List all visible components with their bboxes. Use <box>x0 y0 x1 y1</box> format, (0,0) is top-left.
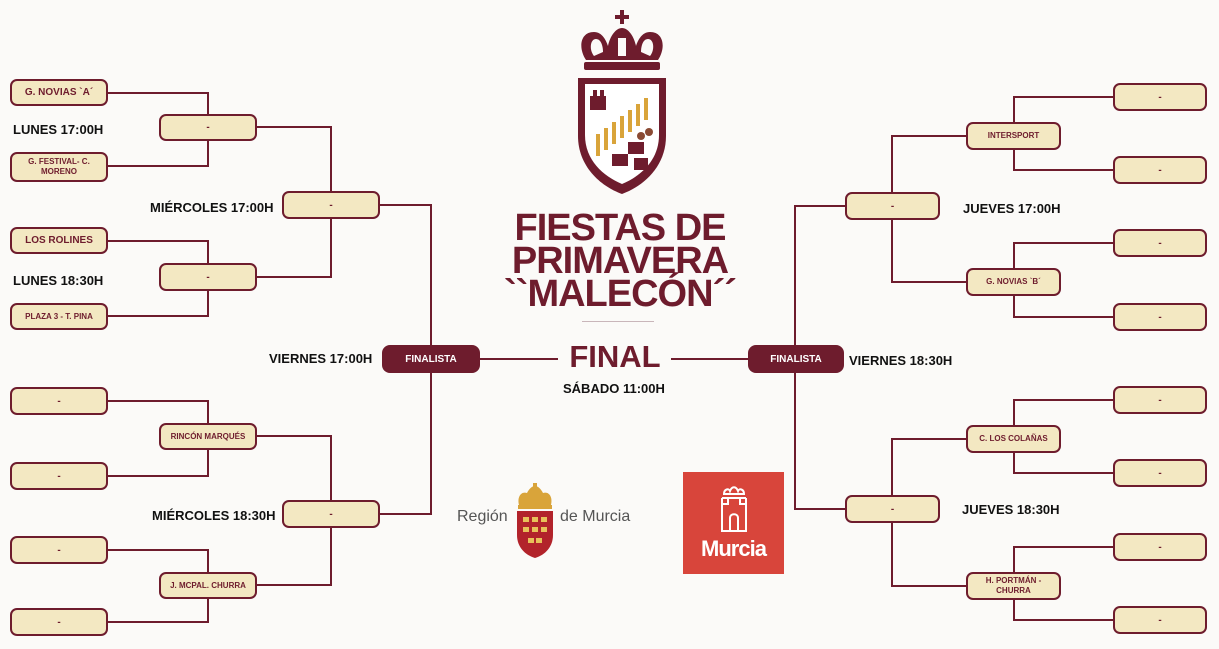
left-r3-box-2: - <box>282 500 380 528</box>
time-viernes-17: VIERNES 17:00H <box>269 351 373 366</box>
right-r2-box-1: INTERSPORT <box>966 122 1061 150</box>
left-r2-box-3: RINCÓN MARQUÉS <box>159 423 257 450</box>
time-miercoles-17: MIÉRCOLES 17:00H <box>150 200 274 215</box>
left-r1-box-1: G. NOVIAS `A´ <box>10 79 108 106</box>
crest-logo <box>578 10 666 194</box>
right-r1-box-6: - <box>1113 459 1207 487</box>
left-r2-box-4: J. MCPAL. CHURRA <box>159 572 257 599</box>
final-time: SÁBADO 11:00H <box>563 381 665 396</box>
left-r1-box-7: - <box>10 536 108 564</box>
right-r1-box-5: - <box>1113 386 1207 414</box>
region-shield-icon <box>517 483 553 558</box>
left-r1-box-8: - <box>10 608 108 636</box>
right-r1-box-1: - <box>1113 83 1207 111</box>
right-r3-box-1: - <box>845 192 940 220</box>
left-r1-box-4: PLAZA 3 - T. PINA <box>10 303 108 330</box>
time-lunes-1830: LUNES 18:30H <box>13 273 104 288</box>
right-r2-box-4: H. PORTMÁN - CHURRA <box>966 572 1061 600</box>
time-lunes-17: LUNES 17:00H <box>13 122 104 137</box>
left-r1-box-3: LOS ROLINES <box>10 227 108 254</box>
left-r2-box-2: - <box>159 263 257 291</box>
murcia-logo-text: Murcia <box>701 536 767 561</box>
time-miercoles-1830: MIÉRCOLES 18:30H <box>152 508 276 523</box>
title-separator <box>582 321 654 322</box>
right-r1-box-4: - <box>1113 303 1207 331</box>
right-r1-box-7: - <box>1113 533 1207 561</box>
title-line-1: FIESTAS DE <box>514 207 727 249</box>
murcia-city-logo: Murcia <box>683 472 784 574</box>
final-label: FINAL <box>569 339 661 374</box>
right-finalist: FINALISTA <box>748 345 844 373</box>
left-finalist: FINALISTA <box>382 345 480 373</box>
left-r1-box-2: G. FESTIVAL- C. MORENO <box>10 152 108 182</box>
time-viernes-1830: VIERNES 18:30H <box>849 353 953 368</box>
right-r2-box-2: G. NOVIAS `B´ <box>966 268 1061 296</box>
castle-icon <box>721 486 747 532</box>
region-logo-text-right: de Murcia <box>560 508 631 525</box>
right-r1-box-8: - <box>1113 606 1207 634</box>
time-jueves-17: JUEVES 17:00H <box>963 201 1061 216</box>
left-r1-box-6: - <box>10 462 108 490</box>
title-line-2: PRIMAVERA <box>511 240 729 282</box>
right-r1-box-2: - <box>1113 156 1207 184</box>
time-jueves-1830: JUEVES 18:30H <box>962 502 1060 517</box>
left-r3-box-1: - <box>282 191 380 219</box>
left-r2-box-1: - <box>159 114 257 141</box>
left-r1-box-5: - <box>10 387 108 415</box>
right-r3-box-2: - <box>845 495 940 523</box>
right-r2-box-3: C. LOS COLAÑAS <box>966 425 1061 453</box>
title-line-3: ``MALECÓN´´ <box>504 273 737 315</box>
right-r1-box-3: - <box>1113 229 1207 257</box>
region-logo-text-left: Región <box>457 508 508 525</box>
